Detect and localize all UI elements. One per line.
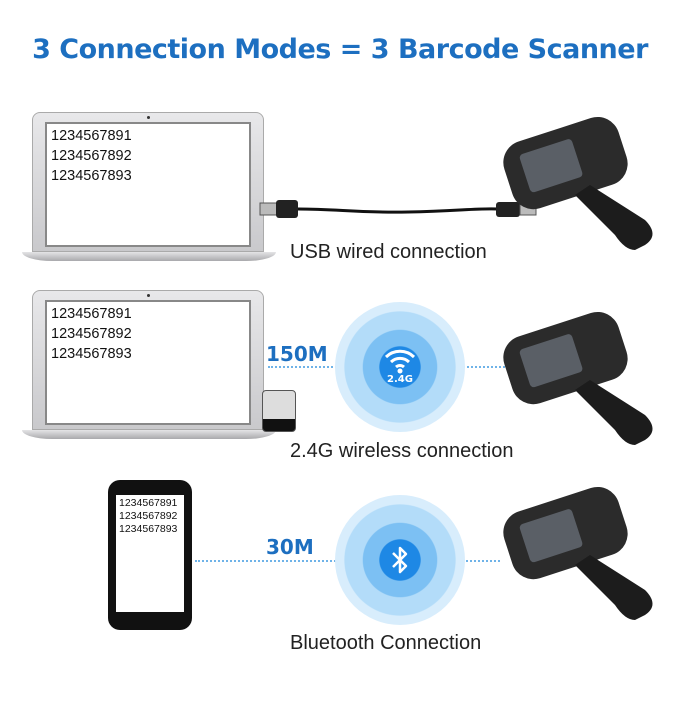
page-title: 3 Connection Modes = 3 Barcode Scanner: [32, 34, 648, 65]
laptop-usb: 1234567891 1234567892 1234567893: [22, 112, 276, 264]
code-line: 1234567893: [51, 168, 132, 184]
barcode-scanner-bluetooth: [503, 486, 653, 620]
mode-label-bluetooth: Bluetooth Connection: [290, 632, 482, 654]
code-line: 1234567893: [119, 523, 178, 535]
signal-circle-2.4g: [335, 302, 465, 432]
mode-label-usb: USB wired connection: [290, 241, 487, 263]
wifi-icon: [384, 349, 416, 374]
code-line: 1234567891: [51, 306, 132, 322]
usb-dongle: [262, 390, 296, 432]
bluetooth-icon: [392, 546, 408, 574]
code-line: 1234567893: [51, 346, 132, 362]
laptop-screen: 1234567891 1234567892 1234567893: [45, 300, 251, 425]
code-line: 1234567892: [119, 510, 178, 522]
code-line: 1234567892: [51, 326, 132, 342]
laptop-wireless: 1234567891 1234567892 1234567893: [22, 290, 276, 442]
mode-label-wireless: 2.4G wireless connection: [290, 440, 514, 462]
distance-2.4g: 150M: [266, 342, 328, 366]
distance-bluetooth: 30M: [266, 535, 314, 559]
code-line: 1234567891: [51, 128, 132, 144]
code-line: 1234567892: [51, 148, 132, 164]
code-line: 1234567891: [119, 497, 178, 509]
usb-cable: [259, 200, 537, 218]
barcode-scanner-usb: [503, 116, 653, 250]
barcode-scanner-wireless: [503, 311, 653, 445]
band-badge: 2.4G: [387, 374, 413, 385]
laptop-screen: 1234567891 1234567892 1234567893: [45, 122, 251, 247]
